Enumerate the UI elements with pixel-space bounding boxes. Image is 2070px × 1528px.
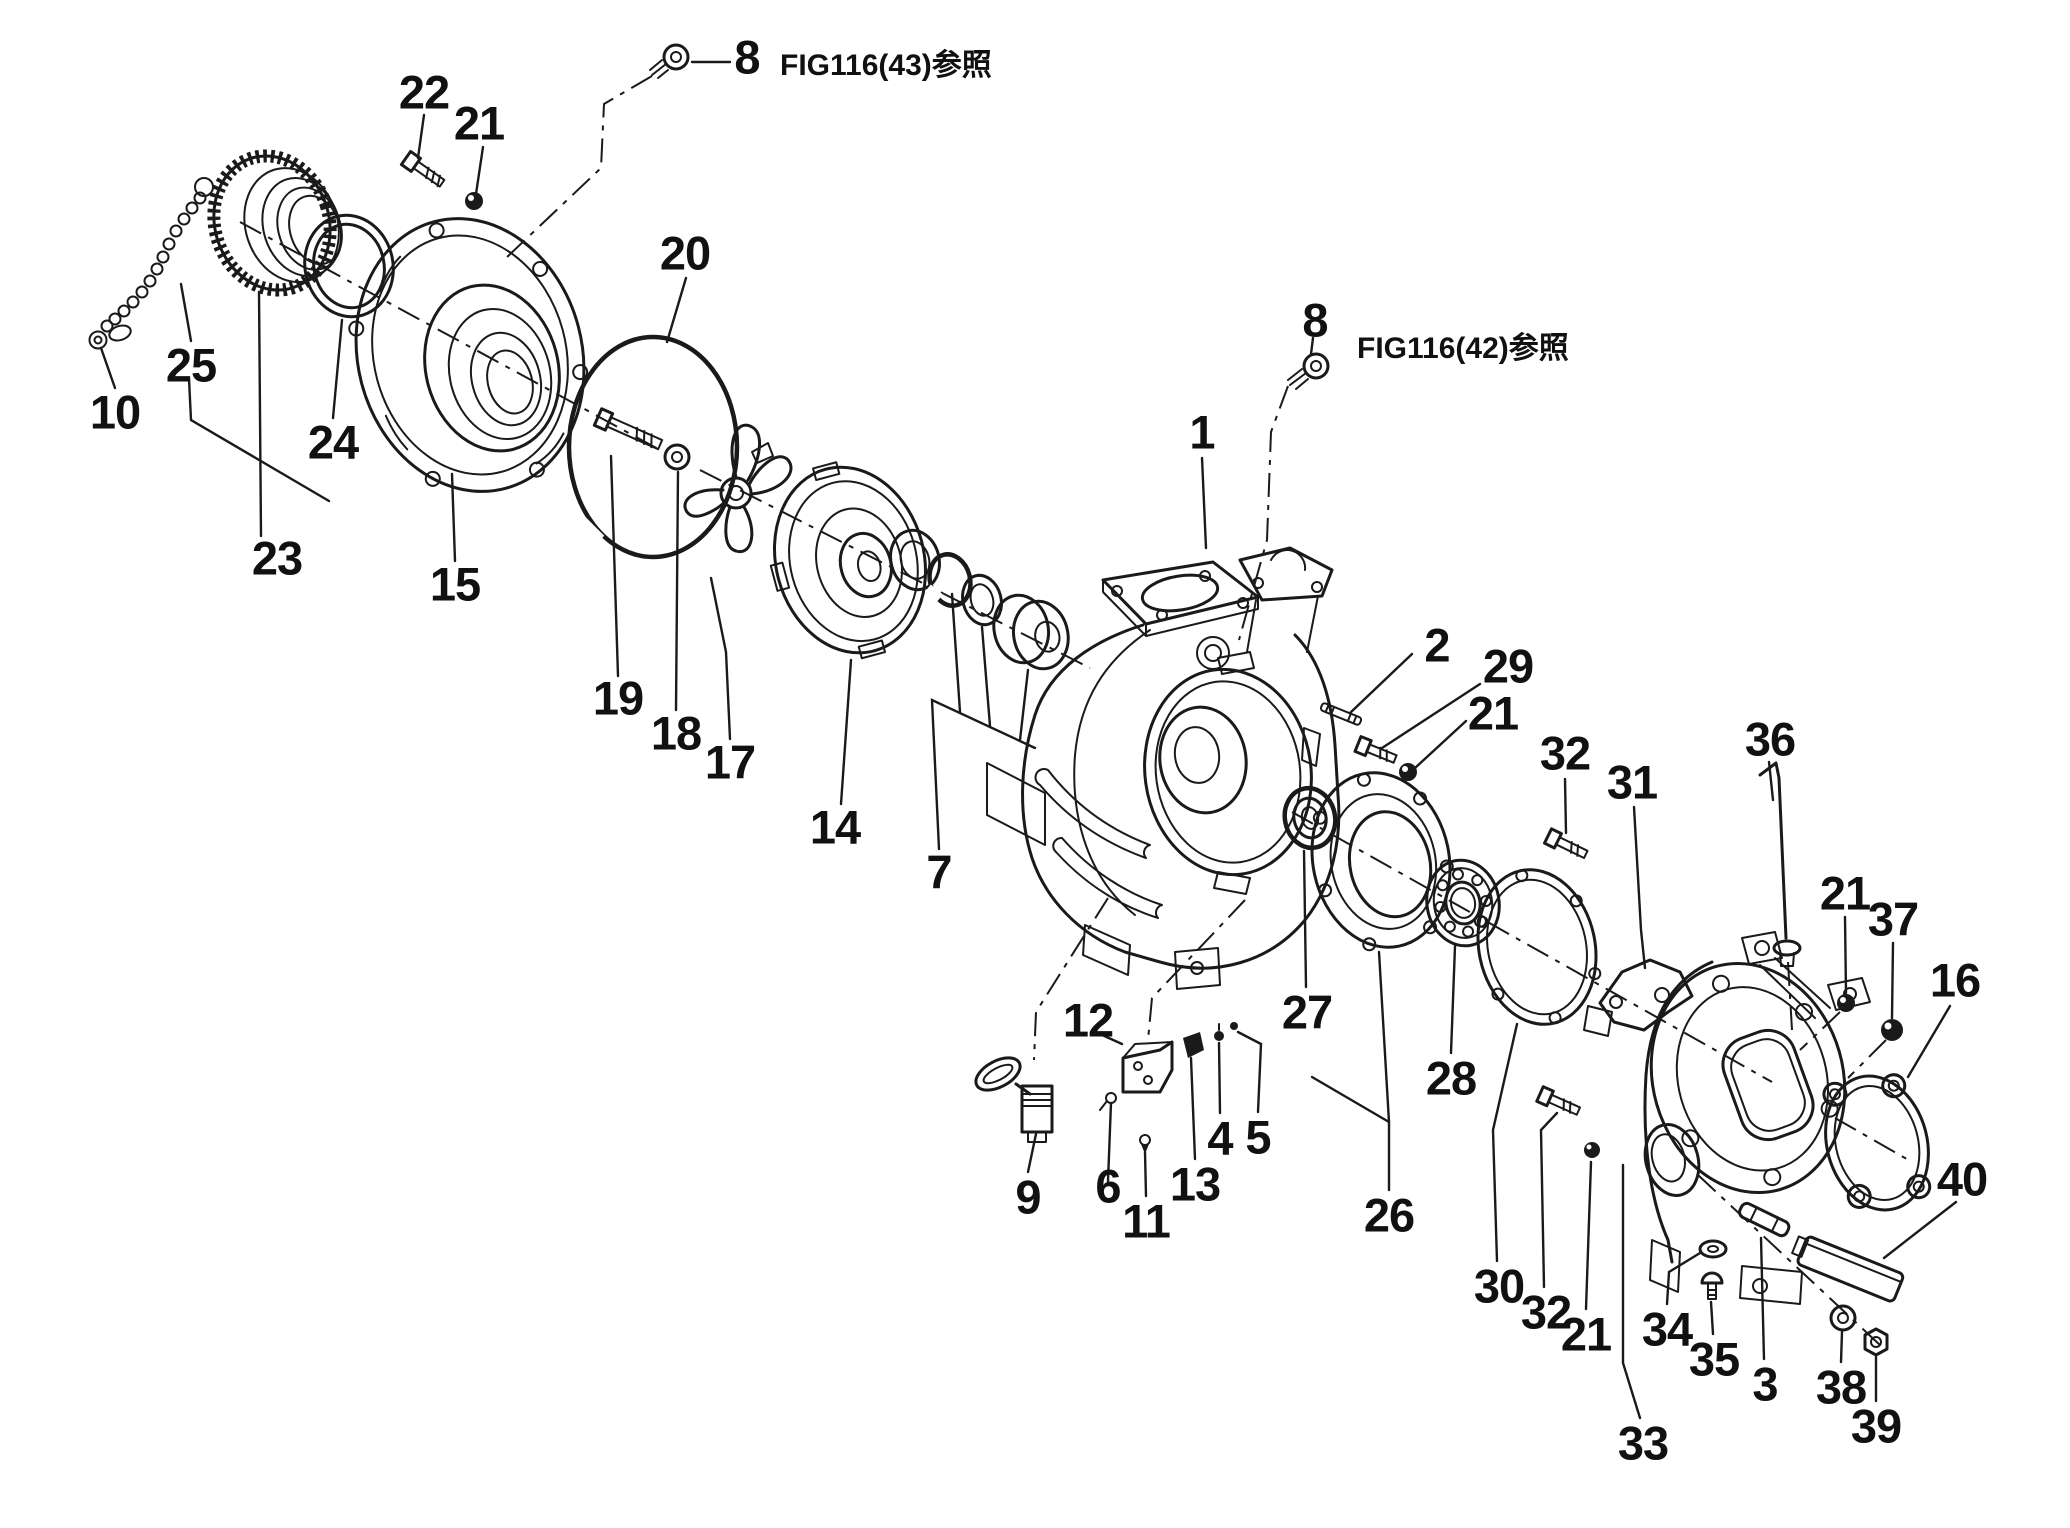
part-screw-11 — [1139, 1134, 1151, 1154]
part-bolt-29 — [1353, 735, 1398, 764]
centerlines — [239, 75, 1913, 1346]
part-nut-21a — [465, 192, 483, 210]
part-bracket-31 — [1583, 958, 1694, 1037]
part-ring-nut-23 — [207, 149, 343, 297]
part-oring-20 — [566, 334, 740, 560]
part-pin-5 — [1230, 1022, 1238, 1030]
part-impeller-17 — [683, 423, 793, 554]
part-screw-6 — [1099, 1092, 1117, 1111]
part-screw-8-top — [649, 43, 690, 79]
leader-lines — [99, 60, 1958, 1420]
part-washer-18 — [663, 443, 691, 471]
part-bearing-cover-26 — [1310, 771, 1454, 952]
part-bolt-35 — [1700, 1271, 1724, 1300]
part-nut-21b — [1399, 763, 1417, 781]
part-anode-40 — [1791, 1235, 1905, 1303]
part-dipstick-36 — [1758, 761, 1802, 967]
part-plug-13 — [1183, 1032, 1204, 1058]
part-bolt-19 — [592, 407, 664, 451]
part-oring-24 — [303, 213, 395, 319]
part-seal-stack-7 — [889, 528, 1070, 671]
part-drain-valve-9 — [974, 1056, 1054, 1143]
part-bolt-32b — [1535, 1085, 1581, 1116]
part-nut-39 — [1863, 1327, 1889, 1357]
part-bolt-22 — [399, 149, 446, 188]
part-bearing-28 — [1425, 858, 1501, 948]
part-screw-8-mid — [1287, 352, 1330, 390]
part-washer-38 — [1829, 1304, 1857, 1332]
part-stud-2 — [1319, 702, 1363, 726]
part-pin-4 — [1214, 1023, 1224, 1041]
part-gasket-30 — [1473, 868, 1602, 1026]
part-nut-21c — [1837, 994, 1855, 1012]
part-washer-34 — [1698, 1239, 1728, 1259]
part-bolt-32a — [1542, 827, 1589, 860]
part-pin-3 — [1738, 1201, 1791, 1238]
part-chain-clip-10 — [88, 324, 132, 350]
part-disc-14 — [769, 461, 928, 660]
part-chain-25 — [100, 177, 214, 333]
part-rear-cover-33 — [1643, 931, 1871, 1305]
part-gasket-16 — [1822, 1073, 1932, 1212]
part-block-12 — [1121, 1040, 1174, 1094]
part-flange-casing-15 — [348, 217, 589, 493]
part-plug-37 — [1881, 1019, 1903, 1041]
part-nut-21d — [1584, 1142, 1600, 1158]
part-pump-housing-1 — [986, 546, 1341, 990]
